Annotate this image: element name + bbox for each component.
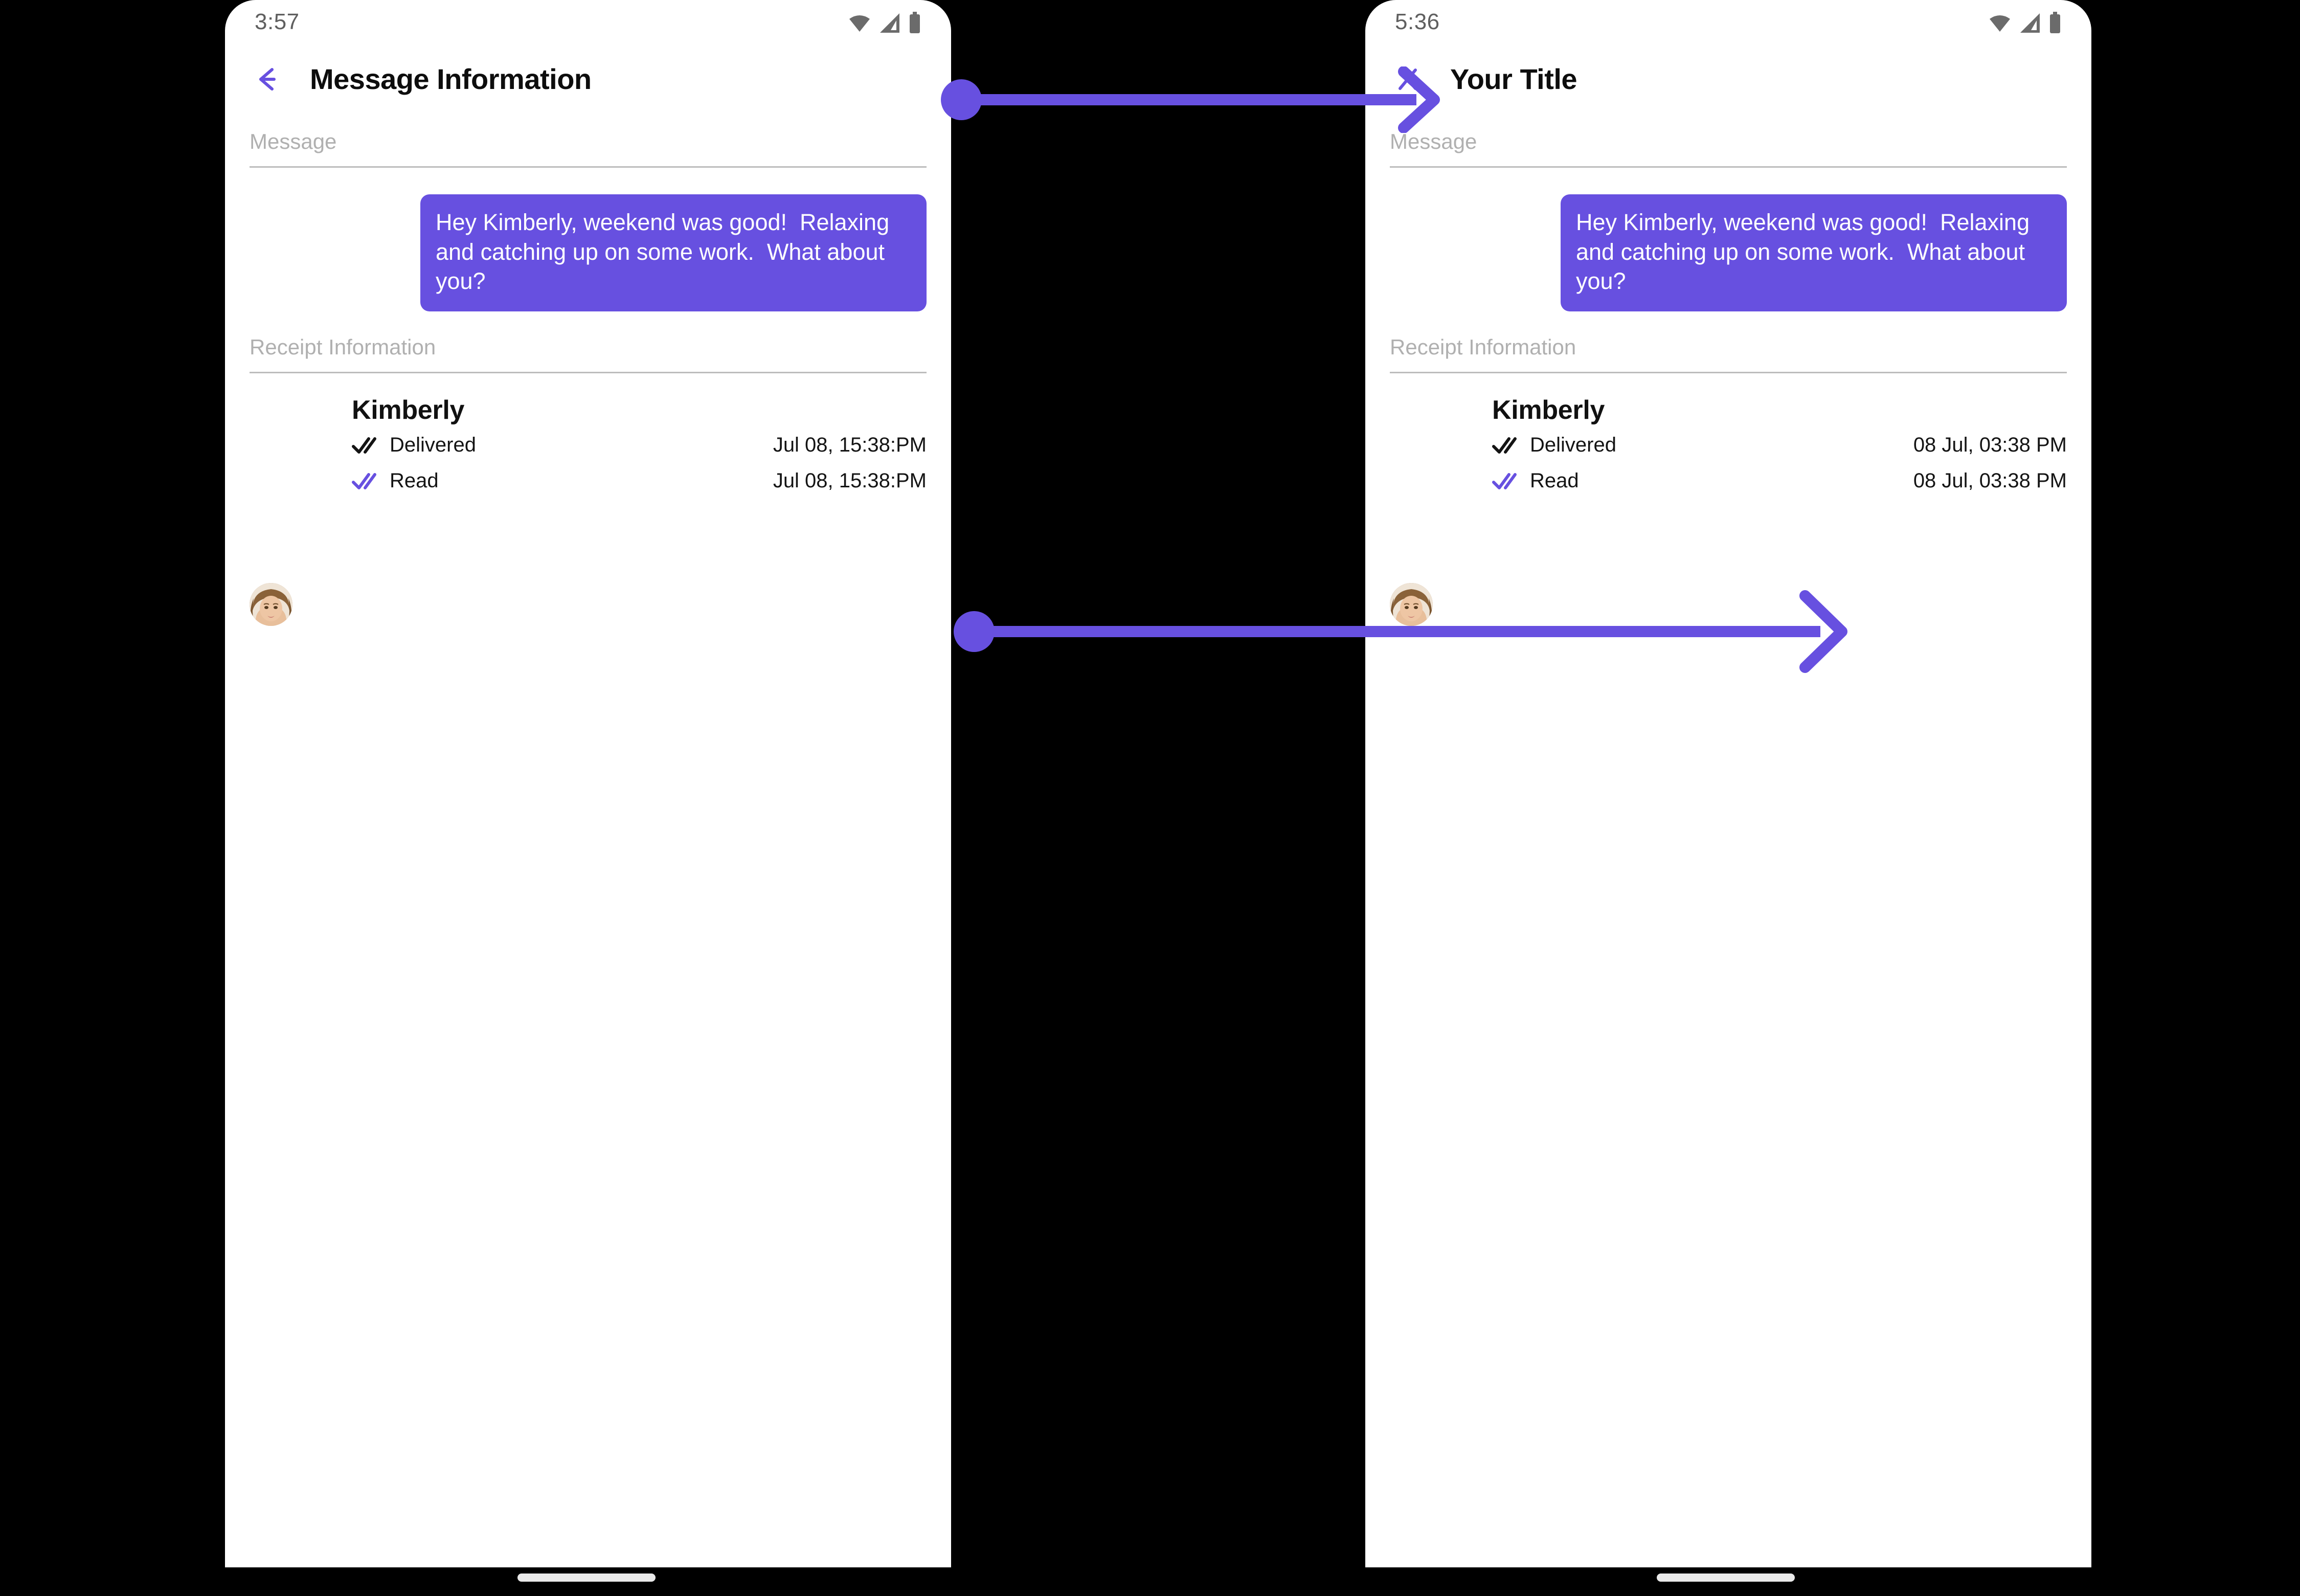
message-bubble-row: Hey Kimberly, weekend was good! Relaxing… [225, 168, 951, 311]
avatar [250, 583, 292, 626]
app-bar: Message Information [225, 47, 951, 111]
receipt-body: Kimberly Delivered Jul 08, 15:38:PM Read… [225, 373, 951, 496]
avatar [1390, 583, 1433, 626]
cell-signal-icon [2019, 12, 2041, 34]
receipt-timestamp: 08 Jul, 03:38 PM [1913, 434, 2067, 457]
message-bubble: Hey Kimberly, weekend was good! Relaxing… [1561, 194, 2067, 311]
double-check-icon [352, 435, 382, 456]
phone-screen-right: 5:36 Your Title Message Hey Kimberly, we… [1365, 0, 2091, 1567]
receipt-section-label: Receipt Information [250, 334, 436, 359]
receipt-section-divider [250, 371, 927, 373]
receipt-section-label: Receipt Information [1390, 334, 1576, 359]
receipt-row-delivered: Delivered 08 Jul, 03:38 PM [1492, 431, 2067, 460]
page-title: Message Information [310, 63, 592, 95]
cell-signal-icon [878, 12, 901, 34]
receipt-timestamp: Jul 08, 15:38:PM [773, 434, 927, 457]
double-check-icon [1492, 435, 1523, 456]
back-arrow-icon[interactable] [250, 61, 285, 97]
receipt-timestamp: 08 Jul, 03:38 PM [1913, 469, 2067, 492]
status-bar: 5:36 [1365, 0, 2091, 47]
contact-name: Kimberly [1492, 395, 1605, 425]
double-check-icon [1492, 471, 1523, 491]
receipt-section-divider [1390, 371, 2067, 373]
receipt-row-read: Read 08 Jul, 03:38 PM [1492, 466, 2067, 496]
app-bar: Your Title [1365, 47, 2091, 111]
receipt-status-label: Read [1530, 469, 1579, 492]
double-check-icon [352, 471, 382, 491]
status-bar-time: 3:57 [255, 9, 300, 34]
close-x-icon[interactable] [1390, 61, 1426, 97]
battery-icon [2048, 12, 2062, 34]
phone-screen-left: 3:57 Message Information Message Hey Kim… [225, 0, 951, 1567]
wifi-icon [848, 11, 871, 35]
receipt-rows: Delivered 08 Jul, 03:38 PM Read 08 Jul, … [1492, 431, 2067, 496]
receipt-timestamp: Jul 08, 15:38:PM [773, 469, 927, 492]
message-bubble: Hey Kimberly, weekend was good! Relaxing… [420, 194, 927, 311]
gesture-nav-bar[interactable] [517, 1573, 656, 1582]
contact-name: Kimberly [352, 395, 465, 425]
battery-icon [908, 12, 921, 34]
status-bar-icons [848, 11, 921, 35]
message-section-label: Message [1390, 129, 1477, 153]
gesture-nav-bar[interactable] [1657, 1573, 1795, 1582]
status-bar-icons [1988, 11, 2062, 35]
message-section-divider [1390, 166, 2067, 168]
receipt-row-delivered: Delivered Jul 08, 15:38:PM [352, 431, 927, 460]
receipt-row-read: Read Jul 08, 15:38:PM [352, 466, 927, 496]
status-bar: 3:57 [225, 0, 951, 47]
message-section-divider [250, 166, 927, 168]
receipt-status-label: Delivered [1530, 434, 1616, 457]
receipt-status-label: Delivered [390, 434, 476, 457]
page-title: Your Title [1450, 63, 1577, 95]
status-bar-time: 5:36 [1395, 9, 1440, 34]
receipt-rows: Delivered Jul 08, 15:38:PM Read Jul 08, … [352, 431, 927, 496]
message-section-label: Message [250, 129, 337, 153]
wifi-icon [1988, 11, 2012, 35]
receipt-status-label: Read [390, 469, 439, 492]
message-bubble-row: Hey Kimberly, weekend was good! Relaxing… [1365, 168, 2091, 311]
receipt-body: Kimberly Delivered 08 Jul, 03:38 PM Read… [1365, 373, 2091, 496]
